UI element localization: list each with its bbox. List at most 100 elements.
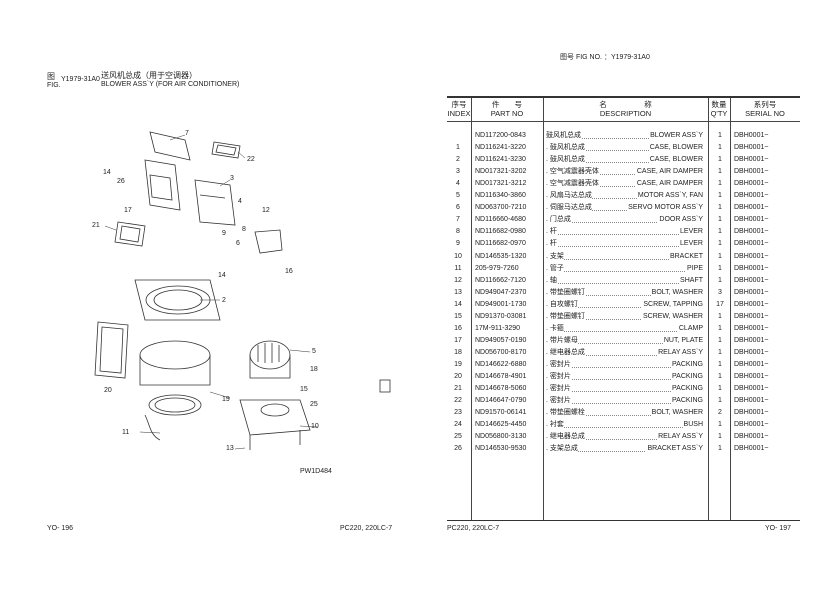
row-leader-dots [547, 379, 703, 380]
callout-26: 26 [117, 178, 125, 185]
row-leader-dots [547, 330, 703, 332]
row-serial: DBH0001~ [734, 228, 769, 236]
row-qty: 1 [718, 216, 722, 224]
row-index: 19 [454, 360, 462, 368]
row-part-no: ND116660-4680 [475, 216, 526, 224]
row-index: 11 [454, 264, 462, 272]
row-name-cn: . 支架总成 [546, 443, 578, 456]
row-serial: DBH0001~ [734, 204, 769, 212]
right-page-model: PC220, 220LC-7 [447, 525, 500, 532]
row-index: 4 [456, 180, 460, 188]
row-serial: DBH0001~ [734, 216, 769, 224]
row-qty: 1 [718, 397, 722, 405]
row-serial: DBH0001~ [734, 144, 769, 152]
row-qty: 1 [718, 192, 722, 200]
row-part-no: ND146530-9530 [475, 445, 527, 453]
row-index: 13 [454, 288, 462, 296]
figure-title-en: BLOWER ASS`Y (FOR AIR CONDITIONER) [101, 81, 240, 88]
row-leader-dots [547, 294, 703, 296]
row-name-en: BLOWER ASS`Y [649, 130, 703, 142]
row-name-en: PACKING [671, 395, 703, 408]
row-part-no: ND116662-7120 [475, 276, 526, 284]
row-qty: 1 [718, 433, 722, 441]
row-qty: 3 [718, 288, 722, 296]
row-index: 14 [454, 300, 462, 308]
row-name-cn: . 空气减震器壳体 [546, 166, 599, 179]
row-index: 3 [456, 168, 460, 176]
row-name-en: BUSH [682, 419, 703, 432]
row-qty: 1 [718, 240, 722, 248]
row-qty: 1 [718, 204, 722, 212]
left-page-number: YO- 196 [47, 525, 74, 532]
row-index: 26 [454, 445, 462, 453]
row-name-en: PIPE [686, 262, 703, 275]
row-qty: 1 [718, 312, 722, 320]
row-name-en: PACKING [671, 371, 703, 383]
row-serial: DBH0001~ [734, 445, 769, 453]
row-name-en: BOLT, WASHER [650, 286, 703, 299]
row-qty: 1 [718, 445, 722, 453]
row-serial: DBH0001~ [734, 360, 769, 368]
row-name-en: CASE, BLOWER [648, 142, 703, 155]
row-serial: DBH0001~ [734, 385, 769, 393]
row-qty: 1 [718, 276, 722, 284]
row-part-no: ND146625-4450 [475, 421, 527, 429]
callout-5: 5 [312, 348, 316, 355]
row-name-cn: . 继电器总成 [546, 346, 585, 359]
row-name-en: MOTOR ASS`Y, FAN [636, 190, 703, 203]
row-name-en: CASE, BLOWER [648, 154, 703, 167]
fig-label-en: FIG. [47, 82, 61, 89]
callout-10: 10 [311, 423, 319, 430]
row-name-en: SCREW, TAPPING [642, 298, 703, 311]
row-index: 10 [454, 252, 462, 260]
row-name-en: LEVER [679, 238, 703, 251]
row-name-cn: . 空气减震器壳体 [546, 178, 599, 191]
row-name-cn: . 卡箍 [546, 322, 564, 335]
row-leader-dots [547, 138, 703, 139]
row-serial: DBH0001~ [734, 348, 769, 356]
row-part-no: ND91570-06141 [475, 409, 527, 417]
row-serial: DBH0001~ [734, 264, 769, 272]
row-part-no: ND949047-2370 [475, 288, 527, 296]
row-serial: DBH0001~ [734, 397, 769, 405]
row-part-no: ND91370-03081 [475, 312, 527, 320]
row-index: 22 [454, 397, 462, 405]
row-leader-dots [547, 451, 703, 453]
row-part-no: ND949001-1730 [475, 300, 527, 308]
row-leader-dots [547, 258, 703, 260]
row-leader-dots [547, 354, 703, 356]
row-serial: DBH0001~ [734, 300, 769, 308]
row-part-no: ND146622-6880 [475, 360, 527, 368]
row-serial: DBH0001~ [734, 373, 769, 380]
row-serial: DBH0001~ [734, 192, 769, 200]
callout-11: 11 [122, 429, 130, 436]
row-serial: DBH0001~ [734, 168, 769, 176]
row-serial: DBH0001~ [734, 132, 769, 139]
row-leader-dots [547, 415, 703, 417]
row-name-cn: . 轴 [546, 274, 557, 287]
row-index: 18 [454, 348, 462, 356]
row-leader-dots [547, 210, 703, 212]
row-qty: 1 [718, 373, 722, 380]
row-part-no: ND949057-0190 [475, 336, 527, 344]
row-qty: 1 [718, 180, 722, 188]
callout-4: 4 [238, 198, 242, 205]
